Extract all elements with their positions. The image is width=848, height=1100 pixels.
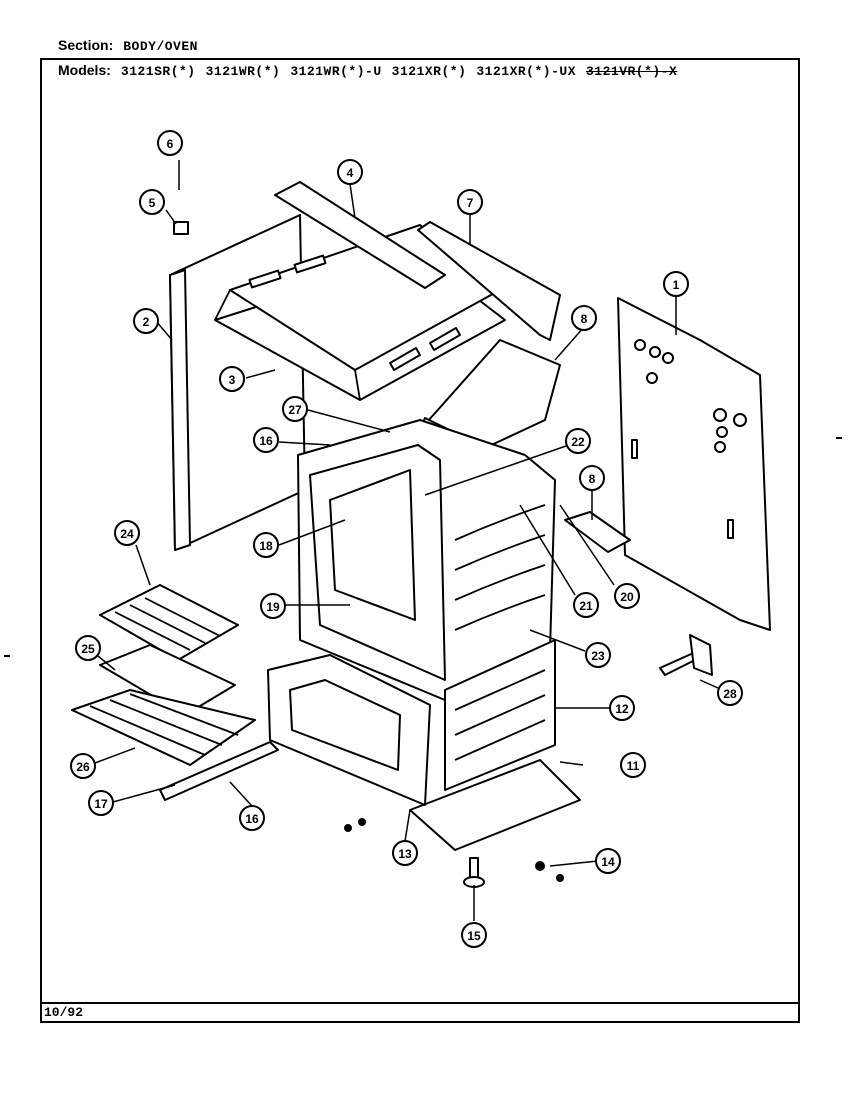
part-rack-slide: [159, 741, 279, 801]
callout-18: 18: [253, 532, 279, 558]
callout-label-16-lower: 16: [245, 812, 259, 826]
callout-7: 7: [457, 189, 483, 215]
callout-1: 1: [663, 271, 689, 297]
model-1: 3121SR(*): [120, 64, 196, 79]
part-leveling-leg: [463, 857, 485, 888]
model-4: 3121XR(*): [391, 64, 467, 79]
callout-label-23: 23: [591, 649, 605, 663]
part-anti-tip-bracket: [659, 634, 713, 676]
callout-label-22: 22: [571, 435, 585, 449]
callout-3: 3: [219, 366, 245, 392]
callout-label-21: 21: [579, 599, 593, 613]
margin-tick-left: [4, 655, 10, 657]
part-oven-rack: [71, 689, 256, 766]
model-3: 3121WR(*)-U: [290, 64, 382, 79]
callout-label-16-upper: 16: [259, 434, 273, 448]
part-rear-panel: [617, 297, 771, 631]
callout-5: 5: [139, 189, 165, 215]
callout-label-24: 24: [120, 527, 134, 541]
callout-8-upper: 8: [571, 305, 597, 331]
callout-25: 25: [75, 635, 101, 661]
models-header: Models: 3121SR(*) 3121WR(*) 3121WR(*)-U 3121…: [58, 62, 677, 79]
callout-23: 23: [585, 642, 611, 668]
callout-19: 19: [260, 593, 286, 619]
struck-model: 3121VR(*)-X: [586, 64, 678, 79]
leader-lines: [94, 183, 719, 921]
callout-label-19: 19: [266, 600, 280, 614]
callout-label-13: 13: [398, 847, 412, 861]
part-base: [409, 759, 581, 851]
callout-label-2: 2: [143, 315, 150, 329]
callout-11: 11: [620, 752, 646, 778]
callout-27: 27: [282, 396, 308, 422]
part-oven-cavity: [297, 419, 556, 701]
callout-label-12: 12: [615, 702, 629, 716]
callout-label-14: 14: [601, 855, 615, 869]
callout-21: 21: [573, 592, 599, 618]
part-top-rail: [274, 181, 446, 289]
callout-label-4: 4: [347, 166, 354, 180]
margin-tick-right: [836, 437, 842, 439]
callout-label-15: 15: [467, 929, 481, 943]
callout-label-27: 27: [288, 403, 302, 417]
callout-label-8-lower: 8: [589, 472, 596, 486]
models-label: Models:: [58, 62, 111, 78]
callout-15: 15: [461, 922, 487, 948]
callout-16-upper: 16: [253, 427, 279, 453]
callout-label-6: 6: [167, 137, 174, 151]
callout-28: 28: [717, 680, 743, 706]
callout-2: 2: [133, 308, 159, 334]
callout-26: 26: [70, 753, 96, 779]
part-broil-grid: [99, 584, 239, 661]
part-lower-side-panel: [444, 639, 556, 791]
callout-label-8-upper: 8: [581, 312, 588, 326]
part-flue-panel: [417, 221, 561, 341]
part-rear-plate: [564, 511, 631, 553]
callout-12: 12: [609, 695, 635, 721]
callout-22: 22: [565, 428, 591, 454]
callout-4: 4: [337, 159, 363, 185]
model-2: 3121WR(*): [205, 64, 281, 79]
callout-16-lower: 16: [239, 805, 265, 831]
callout-24: 24: [114, 520, 140, 546]
footer-rule: [40, 1002, 800, 1004]
callout-label-11: 11: [627, 759, 640, 773]
callout-8-lower: 8: [579, 465, 605, 491]
part-front-kick-panel: [267, 654, 431, 806]
callout-17: 17: [88, 790, 114, 816]
callout-label-3: 3: [229, 373, 236, 387]
callout-label-1: 1: [673, 278, 680, 292]
callout-13: 13: [392, 840, 418, 866]
callout-20: 20: [614, 583, 640, 609]
model-5: 3121XR(*)-UX: [476, 64, 576, 79]
callout-label-28: 28: [723, 687, 737, 701]
callout-label-18: 18: [259, 539, 273, 553]
section-value: BODY/OVEN: [123, 39, 198, 54]
callout-label-20: 20: [620, 590, 634, 604]
footer-date: 10/92: [44, 1005, 84, 1020]
callout-label-7: 7: [467, 196, 474, 210]
callout-14: 14: [595, 848, 621, 874]
callout-label-25: 25: [81, 642, 95, 656]
section-header: Section: BODY/OVEN: [58, 37, 198, 54]
callout-label-5: 5: [149, 196, 156, 210]
callout-label-26: 26: [76, 760, 90, 774]
section-label: Section:: [58, 37, 114, 53]
callout-6: 6: [157, 130, 183, 156]
diagram-frame: [40, 58, 800, 1023]
callout-label-17: 17: [94, 797, 108, 811]
part-hardware: [173, 160, 564, 882]
